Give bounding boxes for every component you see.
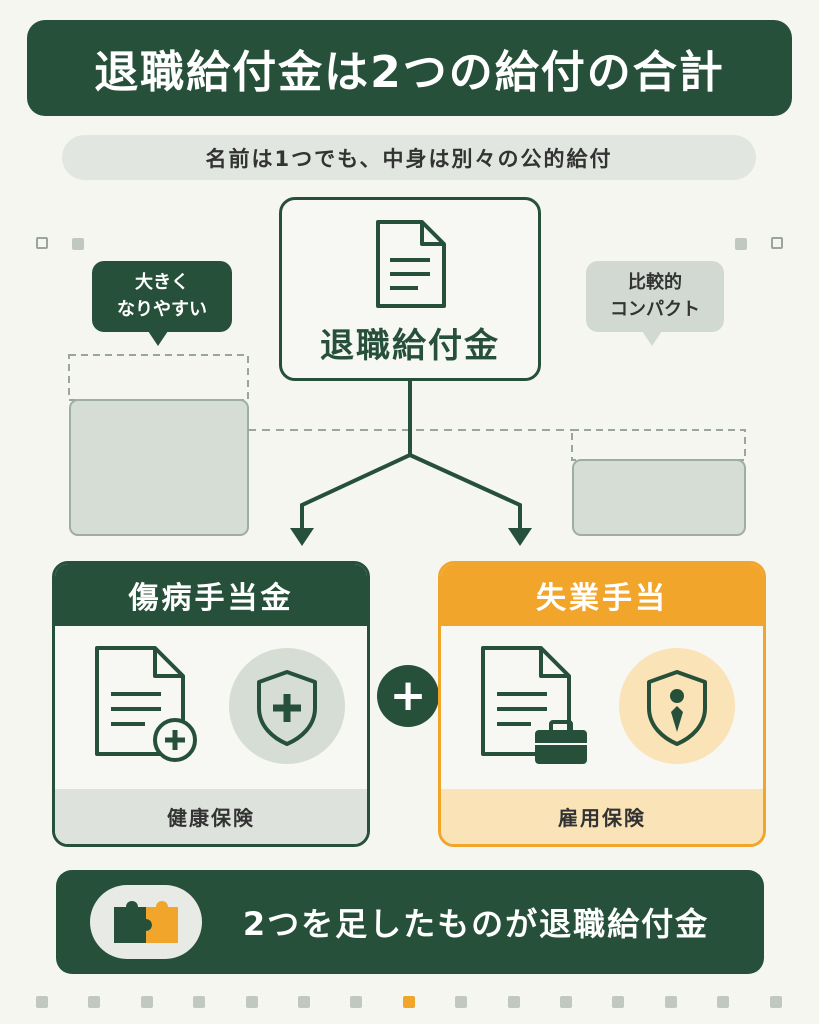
right-block-fill bbox=[572, 459, 746, 536]
document-plus-icon bbox=[95, 646, 197, 762]
arrowhead-left bbox=[290, 528, 314, 546]
plus-icon: + bbox=[377, 665, 439, 727]
decor-dot bbox=[771, 237, 783, 249]
decor-dot bbox=[245, 996, 258, 1008]
arrowhead-right bbox=[508, 528, 532, 546]
card-sickness-title: 傷病手当金 bbox=[55, 564, 367, 626]
decor-dot bbox=[193, 996, 206, 1008]
summary-bar: 2つを足したものが退職給付金 bbox=[56, 870, 764, 974]
decor-dot bbox=[664, 996, 677, 1008]
callout-compact-line2: コンパクト bbox=[610, 298, 700, 320]
document-icon bbox=[376, 220, 446, 308]
decor-dot bbox=[769, 996, 782, 1008]
callout-large-line1: 大きく bbox=[135, 272, 189, 294]
shield-person-icon bbox=[619, 648, 735, 764]
center-label: 退職給付金 bbox=[320, 326, 500, 366]
decor-dot bbox=[36, 996, 48, 1008]
callout-large-line2: なりやすい bbox=[117, 298, 207, 320]
decor-dot bbox=[507, 996, 520, 1008]
decor-dot bbox=[36, 237, 48, 249]
summary-text: 2つを足したものが退職給付金 bbox=[242, 905, 710, 943]
card-sickness-allowance: 傷病手当金 健康保険 bbox=[52, 561, 370, 847]
decor-dot bbox=[72, 238, 84, 250]
card-unemployment-footer: 雇用保険 bbox=[441, 789, 763, 844]
decor-dot bbox=[717, 996, 730, 1008]
callout-compact-line1: 比較的 bbox=[628, 272, 682, 294]
decor-dot bbox=[455, 996, 468, 1008]
callout-large: 大きく なりやすい bbox=[92, 261, 232, 346]
card-unemployment-allowance: 失業手当 雇用保険 bbox=[438, 561, 766, 847]
callout-compact: 比較的 コンパクト bbox=[586, 261, 724, 346]
right-block-dashed-outline bbox=[571, 429, 746, 461]
left-block-fill bbox=[69, 399, 249, 536]
document-briefcase-icon bbox=[481, 646, 587, 764]
puzzle-icon bbox=[114, 901, 178, 943]
left-block-dashed-outline bbox=[68, 354, 249, 401]
decor-dot bbox=[560, 996, 572, 1008]
decor-dot bbox=[612, 996, 625, 1008]
page-title: 退職給付金は2つの給付の合計 bbox=[27, 20, 792, 116]
decor-dot bbox=[350, 996, 363, 1008]
center-box: 退職給付金 bbox=[279, 197, 541, 381]
page-subtitle: 名前は1つでも、中身は別々の公的給付 bbox=[62, 135, 756, 180]
connector-left bbox=[300, 381, 412, 530]
shield-plus-icon bbox=[229, 648, 345, 764]
decor-dot bbox=[735, 238, 747, 250]
decor-dot bbox=[402, 996, 415, 1008]
decor-dot bbox=[88, 996, 101, 1008]
decor-dot bbox=[298, 996, 310, 1008]
puzzle-icon-wrapper bbox=[90, 885, 202, 959]
card-sickness-footer: 健康保険 bbox=[55, 789, 367, 844]
decor-dot bbox=[140, 996, 153, 1008]
connector-right bbox=[409, 453, 522, 530]
card-unemployment-title: 失業手当 bbox=[441, 564, 763, 626]
